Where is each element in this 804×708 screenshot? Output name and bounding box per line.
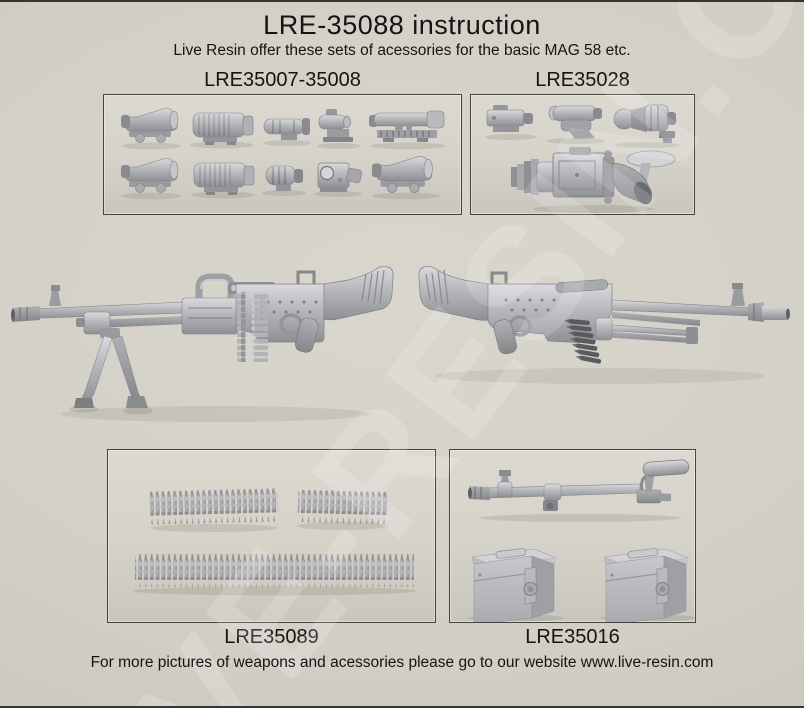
ammo-belts-panel-label: LRE35089	[224, 626, 319, 648]
night-vision-renders	[485, 104, 679, 213]
page-subtitle: Live Resin offer these sets of acessorie…	[173, 42, 631, 59]
optics-panel-label: LRE35007-35008	[204, 69, 361, 91]
acog-scope-render	[120, 108, 179, 143]
optics-panel	[103, 94, 462, 215]
footer-note: For more pictures of weapons and acessor…	[90, 654, 714, 671]
large-night-sight-render	[510, 146, 676, 208]
holo-sight-render	[317, 162, 363, 193]
barrel-cans-renders	[468, 459, 695, 622]
night-vision-panel-label: LRE35028	[535, 69, 630, 91]
compact-sight-render	[318, 108, 354, 143]
mag58-right-side-render	[418, 265, 790, 384]
short-belt-render	[297, 489, 388, 525]
ammo-can-render	[471, 547, 557, 622]
nv-monocular-render	[613, 104, 677, 144]
nv-scope-render	[548, 105, 603, 140]
page-title: LRE-35088 instruction	[263, 10, 541, 40]
short-belt-render	[149, 488, 279, 525]
acog-scope-render	[120, 158, 179, 193]
nv-box-sight-render	[486, 104, 534, 133]
short-nv-tube-render	[264, 164, 305, 193]
machine-gun-renders	[11, 265, 790, 422]
elcan-scope-render	[193, 162, 255, 196]
ammo-can-render	[603, 547, 689, 622]
acog-scope-render	[371, 156, 433, 194]
spare-barrel-render	[468, 459, 690, 511]
optics-renders	[120, 108, 446, 200]
ammo-belts-panel	[107, 449, 436, 623]
ammo-belt-renders	[133, 488, 417, 596]
elcan-scope-render	[192, 112, 254, 146]
long-belt-render	[135, 554, 414, 587]
mag58-left-side-render	[11, 265, 394, 422]
barrel-cans-panel	[449, 449, 696, 623]
night-vision-panel	[470, 94, 695, 215]
magnifier-render	[263, 117, 311, 141]
rail-scope-render	[368, 110, 445, 143]
barrel-cans-panel-label: LRE35016	[525, 626, 620, 648]
